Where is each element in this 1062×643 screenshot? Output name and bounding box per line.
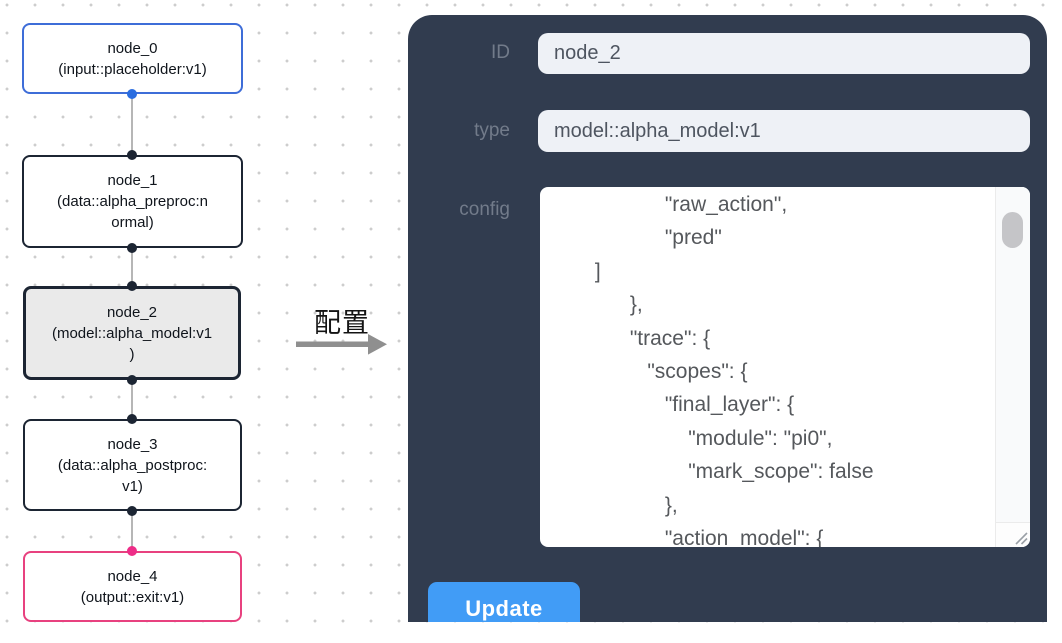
node-title: node_0 xyxy=(107,39,158,57)
config-scrollbar-corner xyxy=(995,522,1030,547)
edge-node1-node2 xyxy=(131,248,133,286)
flow-node-node_2-selected[interactable]: node_2 (model::alpha_model:v1 ) xyxy=(23,286,241,380)
type-input[interactable] xyxy=(538,110,1030,152)
edge-node0-node1 xyxy=(131,94,133,155)
node-subtitle: (data::alpha_postproc: xyxy=(57,456,208,474)
node-subtitle: v1) xyxy=(122,477,143,495)
type-field-label: type xyxy=(474,120,510,141)
edge-node3-node4 xyxy=(131,511,133,551)
port-node1-out[interactable] xyxy=(127,243,137,253)
port-node3-in[interactable] xyxy=(127,414,137,424)
node-title: node_3 xyxy=(107,435,158,453)
node-title: node_4 xyxy=(107,567,158,585)
node-subtitle: (data::alpha_preproc:n xyxy=(57,193,208,210)
id-field-label: ID xyxy=(491,42,510,63)
config-scrollbar-track[interactable] xyxy=(995,187,1030,522)
port-node4-in[interactable] xyxy=(127,546,137,556)
flow-node-node_0[interactable]: node_0 (input::placeholder:v1) xyxy=(22,23,243,94)
config-arrow-label: 配置 xyxy=(314,308,370,338)
node-subtitle: ) xyxy=(129,345,135,363)
node-subtitle: (output::exit:v1) xyxy=(80,588,185,606)
node-subtitle: (model::alpha_model:v1 xyxy=(51,324,213,342)
node-subtitle: (input::placeholder:v1) xyxy=(58,60,207,78)
update-button[interactable]: Update xyxy=(428,582,580,622)
port-node2-out[interactable] xyxy=(127,375,137,385)
config-scrollbar-thumb[interactable] xyxy=(1002,212,1023,248)
flow-node-node_1[interactable]: node_1 (data::alpha_preproc:n ormal) xyxy=(22,155,243,248)
config-field-label: config xyxy=(459,199,510,220)
config-json-textarea[interactable]: "raw_action", "pred" ] }, "trace": { "sc… xyxy=(540,187,1030,547)
config-json-content[interactable]: "raw_action", "pred" ] }, "trace": { "sc… xyxy=(594,193,874,547)
port-node2-in[interactable] xyxy=(127,281,137,291)
edge-node2-node3 xyxy=(131,380,133,419)
port-node0-out[interactable] xyxy=(127,89,137,99)
right-arrow-icon xyxy=(296,334,387,355)
port-node1-in[interactable] xyxy=(127,150,137,160)
node-config-panel: ID type config "raw_action", "pred" ] },… xyxy=(408,15,1047,622)
id-input[interactable] xyxy=(538,33,1030,74)
node-title: node_2 xyxy=(106,303,158,321)
node-subtitle: ormal) xyxy=(111,214,154,231)
node-title: node_1 xyxy=(107,172,158,189)
port-node3-out[interactable] xyxy=(127,506,137,516)
flow-node-node_4[interactable]: node_4 (output::exit:v1) xyxy=(23,551,242,622)
resize-handle-icon[interactable] xyxy=(1013,530,1029,546)
flow-node-node_3[interactable]: node_3 (data::alpha_postproc: v1) xyxy=(23,419,242,511)
